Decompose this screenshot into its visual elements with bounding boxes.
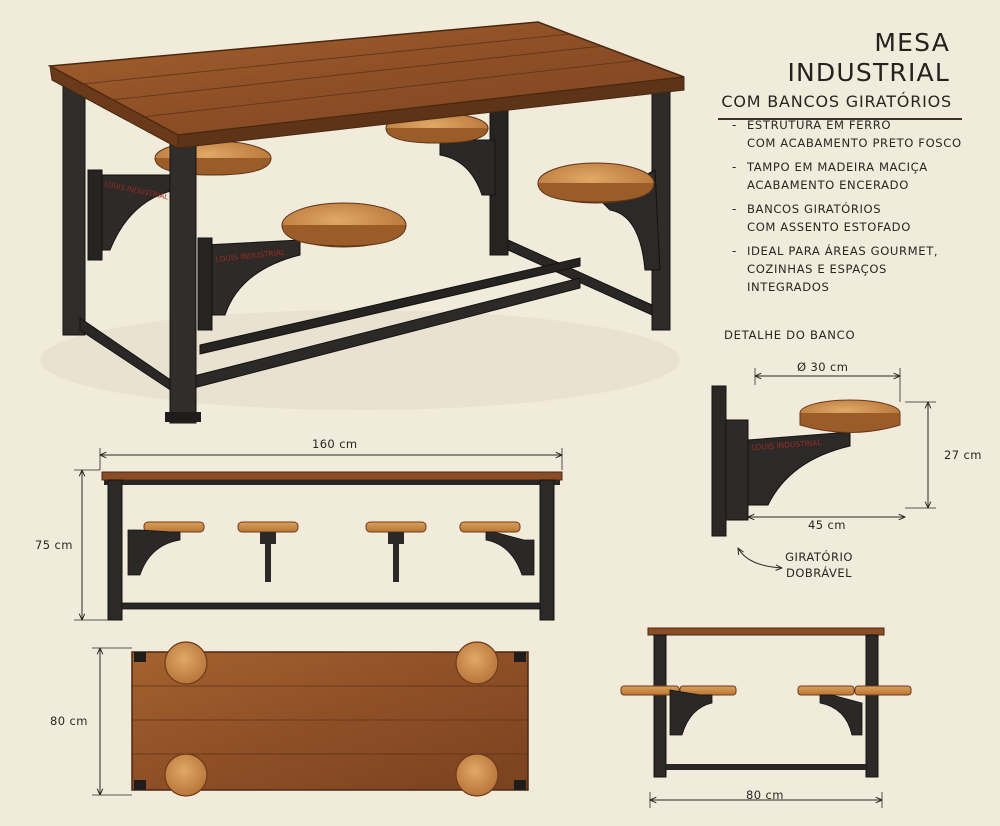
stool-detail: LOUIS INDUSTRIAL	[711, 368, 936, 568]
front-stool-4	[459, 521, 535, 576]
side-top	[647, 627, 885, 636]
seat-diameter-label: Ø 30 cm	[797, 360, 849, 374]
swivel-note: GIRATÓRIO DOBRÁVEL	[785, 550, 853, 580]
side-stool-right	[797, 685, 912, 736]
front-leg-left-back	[62, 79, 86, 336]
title-divider	[718, 118, 962, 120]
title-block: MESA INDUSTRIAL COM BANCOS GIRATÓRIOS	[718, 28, 980, 120]
side-leg-a	[653, 634, 667, 778]
feature-item: - ESTRUTURA EM FERRO COM ACABAMENTO PRET…	[732, 118, 962, 150]
front-leg-right	[169, 132, 197, 424]
side-bottom-rail	[666, 764, 866, 770]
front-apron	[104, 480, 560, 485]
front-height-label: 75 cm	[35, 538, 73, 552]
page-title: MESA INDUSTRIAL	[787, 28, 950, 87]
bullet-dash: -	[732, 160, 737, 174]
feature-item: - BANCOS GIRATÓRIOS COM ASSENTO ESTOFADO	[732, 202, 911, 234]
bullet-dash: -	[732, 202, 737, 216]
front-top	[101, 471, 563, 481]
top-depth-label: 80 cm	[50, 714, 88, 728]
front-width-label: 160 cm	[312, 437, 358, 451]
side-stool-left	[620, 685, 737, 736]
feature-item: - TAMPO EM MADEIRA MACIÇA ACABAMENTO ENC…	[732, 160, 928, 192]
perspective-view: LOUIS INDUSTRIAL LOUIS INDUSTRIAL	[40, 21, 685, 424]
front-view	[74, 448, 562, 620]
stool-height-label: 27 cm	[944, 448, 982, 462]
page-subtitle: COM BANCOS GIRATÓRIOS	[721, 92, 952, 111]
front-stool-2	[237, 521, 299, 582]
table-top-planks	[81, 33, 641, 118]
front-bottom-rail	[121, 602, 541, 610]
side-leg-b	[865, 634, 879, 778]
front-stool-1	[127, 521, 205, 576]
table-top-edge-front	[177, 76, 685, 149]
detail-plate	[725, 419, 749, 521]
side-width-label: 80 cm	[746, 788, 784, 802]
front-stool-3	[365, 521, 427, 582]
bullet-dash: -	[732, 244, 737, 258]
top-seat-1	[164, 641, 208, 685]
feature-list: - ESTRUTURA EM FERRO COM ACABAMENTO PRET…	[732, 116, 972, 302]
bullet-dash: -	[732, 118, 737, 132]
front-leg-a	[107, 479, 123, 621]
rotation-arrow	[738, 548, 782, 568]
top-view	[92, 641, 529, 797]
detail-post	[711, 385, 727, 537]
top-seat-2	[455, 641, 499, 685]
detail-title: DETALHE DO BANCO	[724, 328, 856, 342]
stool-depth-label: 45 cm	[808, 518, 846, 532]
front-leg-b	[539, 479, 555, 621]
top-seat-4	[455, 753, 499, 797]
back-bottom-rail	[199, 257, 581, 355]
bench-back-right	[385, 112, 496, 196]
bench-front-right	[537, 162, 661, 271]
leg-foot	[165, 412, 201, 422]
detail-bracket	[747, 431, 851, 506]
side-view	[620, 627, 912, 808]
top-seat-3	[164, 753, 208, 797]
feature-item: - IDEAL PARA ÁREAS GOURMET, COZINHAS E E…	[732, 244, 939, 294]
bench-front-left: LOUIS INDUSTRIAL	[197, 202, 407, 331]
